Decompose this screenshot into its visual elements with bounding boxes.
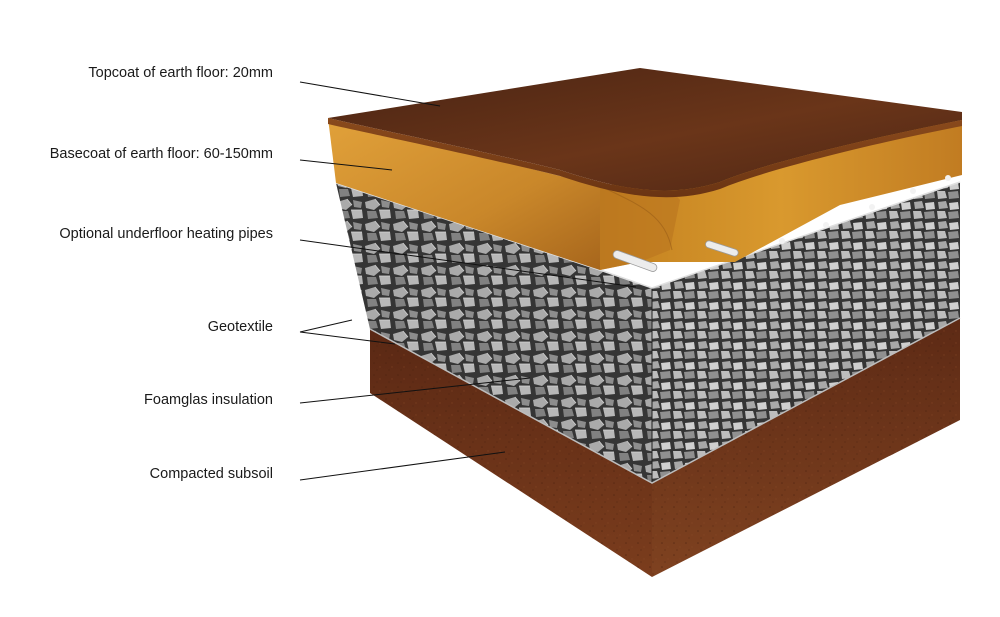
foamglas-layer [336, 182, 960, 483]
label-geotextile: Geotextile [207, 319, 273, 335]
leader-subsoil [299, 451, 506, 481]
subsoil-layer [370, 318, 960, 577]
leader-topcoat [299, 81, 441, 107]
leader-heating [299, 239, 637, 288]
label-foamglas: Foamglas insulation [144, 392, 273, 408]
label-heating-pipes: Optional underfloor heating pipes [59, 226, 273, 242]
heating-pipes [612, 175, 951, 272]
label-subsoil: Compacted subsoil [149, 466, 273, 482]
leader-geotextile-lower [299, 331, 396, 345]
label-topcoat: Topcoat of earth floor: 20mm [88, 65, 273, 81]
basecoat-layer [328, 118, 962, 270]
leader-foamglas [299, 377, 531, 404]
label-basecoat: Basecoat of earth floor: 60-150mm [49, 146, 273, 162]
leader-lines [299, 81, 637, 481]
topcoat-layer [328, 68, 962, 198]
leader-basecoat [299, 159, 393, 171]
leader-geotextile-upper [299, 319, 353, 333]
